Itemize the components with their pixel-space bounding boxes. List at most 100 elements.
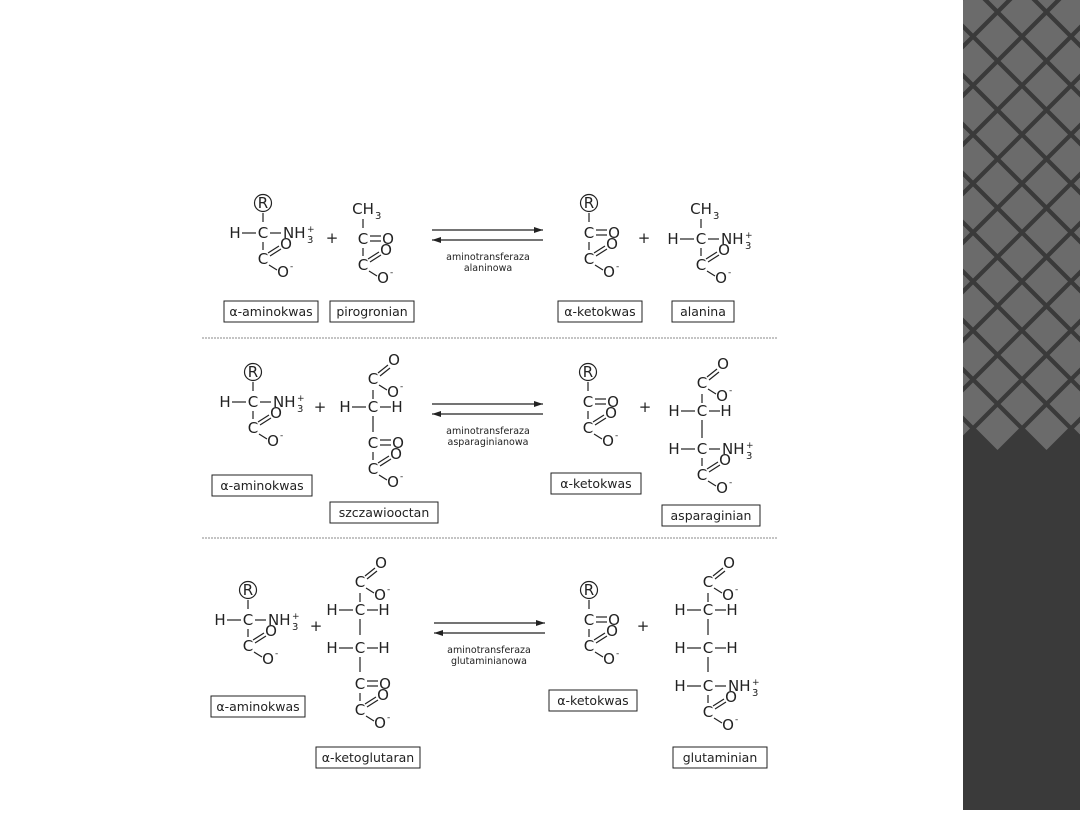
double-bond (380, 368, 390, 376)
charge-minus: - (400, 382, 403, 392)
carbon: C (583, 393, 593, 411)
carboxyl-oxygen: O (606, 235, 618, 253)
charge-minus: - (400, 472, 403, 482)
carboxyl-oxygen: O (390, 445, 402, 463)
enzyme-name-line1: aminotransferaza (446, 252, 530, 263)
carbon: C (696, 230, 706, 248)
charge-minus: - (616, 649, 619, 659)
carboxyl-oxygen: O (606, 622, 618, 640)
carbon: C (703, 677, 713, 695)
carboxyl-oxygen: O (723, 554, 735, 572)
double-bond (707, 369, 717, 377)
charge-minus: - (729, 478, 732, 488)
carboxyl-carbon: C (355, 573, 365, 591)
carboxylate-oxygen: O (387, 473, 399, 491)
arrow-head (536, 620, 545, 626)
bond (379, 385, 387, 390)
carboxyl-carbon: C (583, 419, 593, 437)
carboxyl-oxygen: O (375, 554, 387, 572)
r-group: R (243, 581, 253, 599)
bond (366, 588, 374, 593)
charge-minus: - (615, 431, 618, 441)
carbon: C (258, 224, 268, 242)
plus-sign: + (639, 398, 652, 416)
bond (259, 434, 267, 439)
bond (254, 652, 262, 657)
double-bond (367, 571, 377, 579)
carboxylate-oxygen: O (277, 263, 289, 281)
forward-arrow (432, 401, 543, 407)
carboxyl-oxygen: O (719, 451, 731, 469)
carboxyl-carbon: C (703, 703, 713, 721)
carboxylate-oxygen: O (602, 432, 614, 450)
enzyme-name-line2: asparaginianowa (448, 437, 529, 448)
double-bond (713, 568, 723, 576)
carboxyl-oxygen: O (605, 404, 617, 422)
carboxyl-carbon: C (584, 637, 594, 655)
plus-sign: + (637, 617, 650, 635)
label-pirogronian: pirogronian (336, 304, 407, 319)
charge-minus: - (275, 649, 278, 659)
decorative-pattern-strip (963, 0, 1080, 810)
carboxyl-carbon: C (368, 370, 378, 388)
reverse-arrow (432, 411, 543, 417)
carboxyl-oxygen: O (717, 355, 729, 373)
enzyme-name-line1: aminotransferaza (447, 645, 531, 656)
hydrogen: H (668, 402, 679, 420)
carboxyl-carbon: C (697, 466, 707, 484)
r-group: R (258, 194, 268, 212)
carbon: C (243, 611, 253, 629)
ch-text: CH (352, 200, 374, 218)
plus-sign: + (314, 398, 327, 416)
r-group: R (248, 363, 258, 381)
carboxyl-oxygen: O (725, 688, 737, 706)
bond (708, 389, 716, 394)
carboxylate-oxygen: O (715, 269, 727, 287)
charge-minus: - (616, 262, 619, 272)
carboxyl-carbon: C (584, 250, 594, 268)
charge-plus: + (307, 225, 315, 235)
carboxylate-oxygen: O (722, 716, 734, 734)
r-group: R (584, 194, 594, 212)
plus-sign: + (310, 617, 323, 635)
reverse-arrow (432, 237, 543, 243)
charge-minus: - (390, 268, 393, 278)
carboxyl-oxygen: O (377, 686, 389, 704)
charge-minus: - (735, 715, 738, 725)
carbon: C (703, 639, 713, 657)
bond (714, 718, 722, 723)
carboxyl-carbon: C (258, 250, 268, 268)
bond (269, 265, 277, 270)
r-group: R (584, 581, 594, 599)
charge-plus: + (745, 231, 753, 241)
hydrogen: H (391, 398, 402, 416)
arrow-head (534, 401, 543, 407)
arrow-head (432, 411, 441, 417)
charge-plus: + (292, 612, 300, 622)
bond (595, 652, 603, 657)
carbon: C (358, 230, 368, 248)
charge-minus: - (729, 386, 732, 396)
forward-arrow (432, 227, 543, 233)
label-glutaminian: glutaminian (683, 750, 758, 765)
carbon: C (355, 639, 365, 657)
carboxylate-oxygen: O (603, 650, 615, 668)
subscript-3: 3 (746, 451, 752, 462)
bond (379, 475, 387, 480)
label-asparaginian: asparaginian (671, 508, 752, 523)
carbon: C (584, 224, 594, 242)
arrow-head (434, 630, 443, 636)
charge-plus: + (752, 678, 760, 688)
hydrogen: H (674, 677, 685, 695)
subscript-3: 3 (752, 688, 758, 699)
carboxyl-oxygen: O (265, 622, 277, 640)
carboxyl-oxygen: O (270, 404, 282, 422)
